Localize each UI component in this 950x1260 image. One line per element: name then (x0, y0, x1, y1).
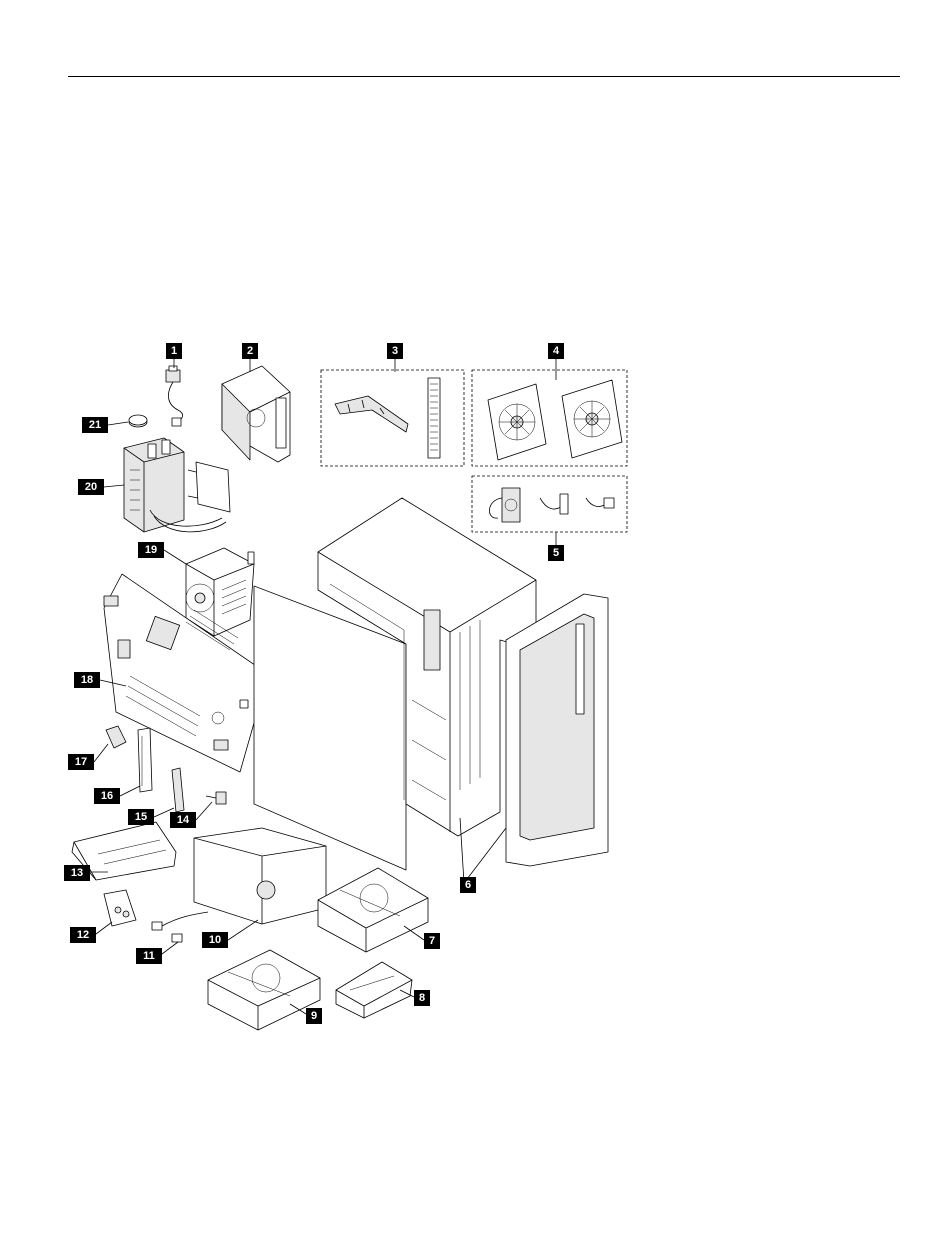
part-4-fans-group (472, 370, 627, 466)
svg-text:15: 15 (135, 811, 147, 823)
svg-text:9: 9 (311, 1010, 317, 1022)
callout-4: 4 (548, 343, 564, 359)
part-21-coin-battery (129, 415, 147, 427)
callout-17: 17 (68, 754, 94, 770)
svg-text:4: 4 (553, 345, 560, 357)
part-15-m2-drive (172, 768, 184, 812)
part-10-power-supply (194, 828, 326, 924)
callout-12: 12 (70, 927, 96, 943)
callout-14: 14 (170, 812, 196, 828)
svg-text:10: 10 (209, 934, 221, 946)
svg-text:12: 12 (77, 929, 89, 941)
svg-text:1: 1 (171, 345, 177, 357)
part-2-slim-optical-drive (222, 366, 290, 462)
part-16-memory-module (138, 728, 152, 792)
callout-7: 7 (424, 933, 440, 949)
callout-6: 6 (460, 877, 476, 893)
part-12-screw-kit (104, 890, 136, 926)
part-5-speaker-cables-group (472, 476, 627, 532)
part-19-heatsink-fan (186, 548, 254, 636)
svg-text:14: 14 (177, 814, 190, 826)
svg-text:20: 20 (85, 481, 97, 493)
svg-text:11: 11 (143, 950, 155, 962)
callout-20: 20 (78, 479, 104, 495)
svg-text:21: 21 (89, 419, 101, 431)
svg-text:13: 13 (71, 867, 83, 879)
svg-text:17: 17 (75, 756, 87, 768)
svg-text:8: 8 (419, 992, 425, 1004)
callout-10: 10 (202, 932, 228, 948)
part-20-liquid-cooler (124, 438, 230, 532)
svg-text:5: 5 (553, 547, 559, 559)
svg-text:18: 18 (81, 674, 93, 686)
svg-text:6: 6 (465, 879, 471, 891)
fan-right (562, 380, 622, 458)
callout-5: 5 (548, 545, 564, 561)
callout-19: 19 (138, 542, 164, 558)
part-17-processor (106, 726, 126, 748)
part-3-bracket-group (321, 370, 464, 466)
callout-3: 3 (387, 343, 403, 359)
part-1-cable-assembly (166, 366, 183, 426)
callout-1: 1 (166, 343, 182, 359)
svg-text:3: 3 (392, 345, 398, 357)
callout-13: 13 (64, 865, 90, 881)
svg-text:7: 7 (429, 935, 435, 947)
fan-left (488, 384, 546, 460)
callout-21: 21 (82, 417, 108, 433)
callout-15: 15 (128, 809, 154, 825)
callout-2: 2 (242, 343, 258, 359)
part-7-drive-tray (318, 868, 428, 952)
part-9-drive-tray (208, 950, 320, 1030)
callout-16: 16 (94, 788, 120, 804)
part-14-switch (206, 792, 226, 804)
callout-11: 11 (136, 948, 162, 964)
callout-8: 8 (414, 990, 430, 1006)
callout-9: 9 (306, 1008, 322, 1024)
svg-text:19: 19 (145, 544, 157, 556)
part-11-cable (152, 912, 208, 942)
svg-text:16: 16 (101, 790, 113, 802)
callout-18: 18 (74, 672, 100, 688)
svg-text:2: 2 (247, 345, 253, 357)
